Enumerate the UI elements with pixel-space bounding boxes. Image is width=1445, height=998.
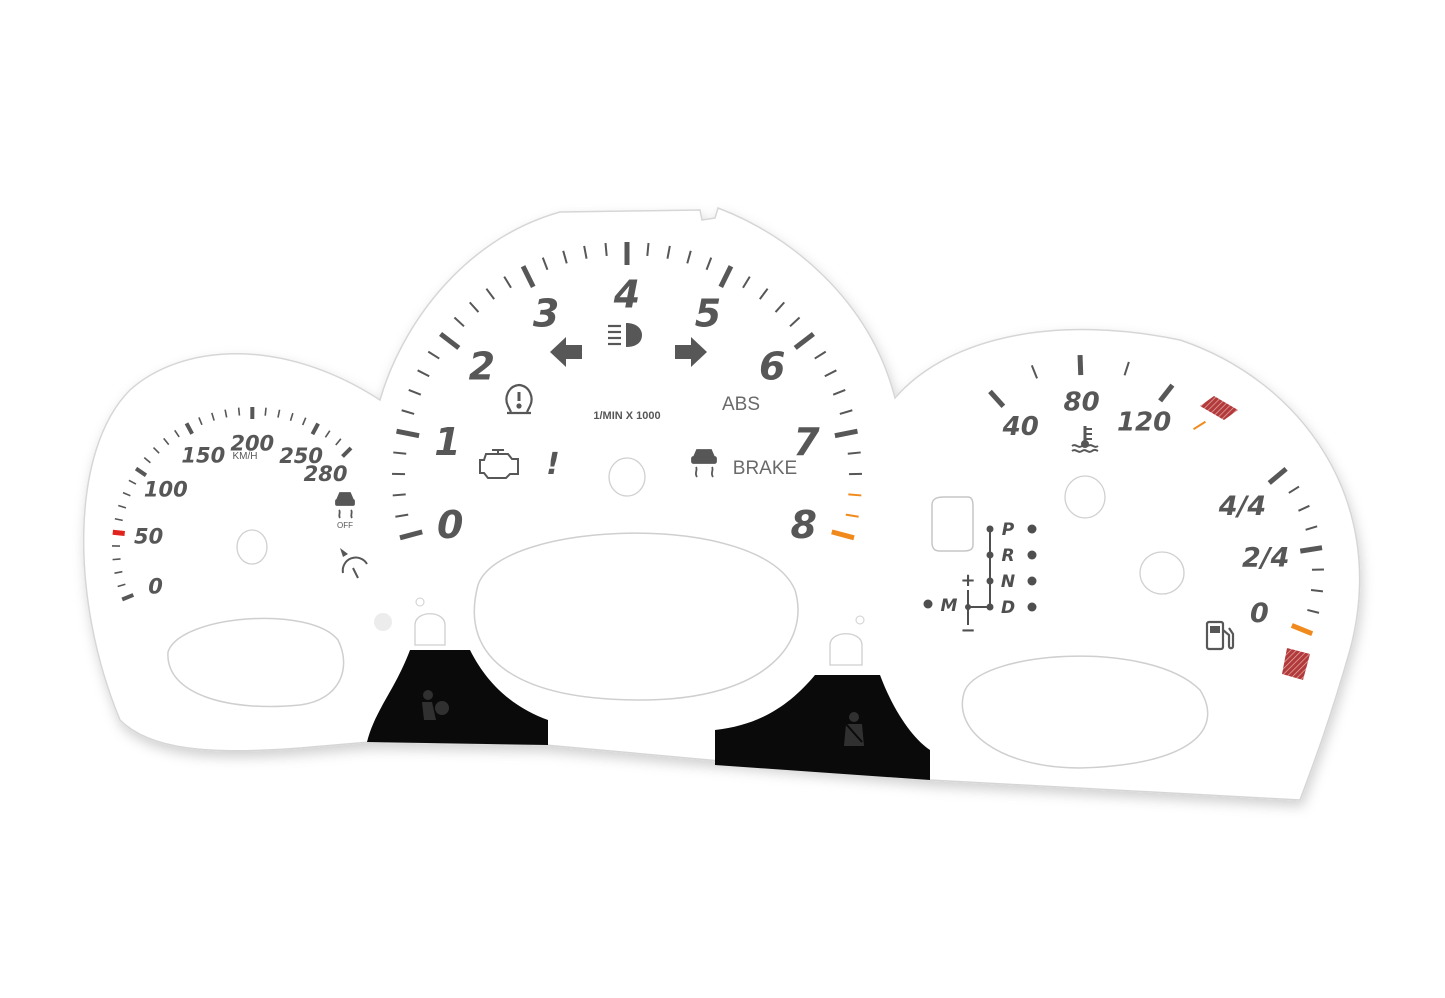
rpm-tick bbox=[647, 243, 648, 256]
speedo-needle-hole bbox=[237, 530, 267, 564]
speed-tick bbox=[113, 532, 125, 533]
rpm-tick bbox=[848, 452, 861, 453]
temp-needle-hole bbox=[1065, 476, 1105, 518]
gear-p-label: P bbox=[1002, 520, 1015, 540]
fuel-label-0: 0 bbox=[1250, 598, 1269, 629]
stalk-hole-left bbox=[415, 614, 445, 645]
gear-d-label: D bbox=[1001, 598, 1015, 618]
temp-label-80: 80 bbox=[1064, 387, 1100, 417]
brake-warning-label: ! bbox=[546, 447, 560, 482]
gear-minus-label: − bbox=[960, 620, 975, 641]
speed-label-150: 150 bbox=[181, 444, 225, 468]
fuel-tick bbox=[1300, 548, 1322, 551]
fuel-label-4-4: 4/4 bbox=[1218, 491, 1266, 522]
gear-window bbox=[932, 497, 973, 551]
abs-label: ABS bbox=[722, 394, 760, 415]
fuel-tick bbox=[1311, 590, 1323, 591]
speed-label-100: 100 bbox=[144, 477, 188, 501]
grey-dot bbox=[374, 613, 392, 631]
rpm-label-5: 5 bbox=[695, 292, 721, 336]
speed-label-0: 0 bbox=[148, 575, 163, 599]
rpm-label-0: 0 bbox=[437, 503, 463, 547]
speed-tick bbox=[265, 408, 266, 416]
rpm-tick bbox=[393, 494, 406, 495]
gear-plus-label: + bbox=[960, 570, 975, 591]
rpm-label-2: 2 bbox=[469, 344, 495, 388]
tacho-needle-hole bbox=[609, 458, 645, 496]
speed-label-280: 280 bbox=[304, 462, 348, 486]
rpm-tick bbox=[605, 243, 606, 256]
temp-tick bbox=[1080, 355, 1081, 375]
speed-unit-label: KM/H bbox=[233, 451, 258, 462]
small-hole-right bbox=[856, 616, 864, 624]
rpm-tick bbox=[848, 494, 861, 495]
speed-tick bbox=[239, 408, 240, 416]
right-display-window bbox=[962, 656, 1207, 768]
rpm-label-7: 7 bbox=[793, 420, 820, 464]
small-hole-left bbox=[416, 598, 424, 606]
traction-off-label: OFF bbox=[337, 521, 353, 530]
tacho-display-window bbox=[474, 533, 798, 700]
gear-r-label: R bbox=[1001, 546, 1014, 566]
speed-label-50: 50 bbox=[134, 525, 163, 549]
rpm-label-3: 3 bbox=[533, 292, 559, 336]
rpm-label-6: 6 bbox=[759, 344, 785, 388]
temp-label-40: 40 bbox=[1002, 412, 1039, 442]
stalk-hole-right bbox=[830, 634, 862, 665]
brake-label: BRAKE bbox=[733, 458, 797, 479]
rpm-label-8: 8 bbox=[791, 503, 817, 547]
rpm-tick bbox=[393, 452, 406, 453]
speed-tick bbox=[113, 559, 121, 560]
gear-n-label: N bbox=[1001, 572, 1015, 592]
rpm-label-4: 4 bbox=[613, 273, 640, 317]
fuel-label-2-4: 2/4 bbox=[1242, 542, 1289, 573]
fuel-needle-hole bbox=[1140, 552, 1184, 594]
rpm-label-1: 1 bbox=[434, 420, 460, 464]
gear-m-label: M bbox=[941, 596, 958, 616]
temp-label-120: 120 bbox=[1117, 408, 1171, 438]
rpm-unit-label: 1/MIN X 1000 bbox=[593, 410, 660, 422]
